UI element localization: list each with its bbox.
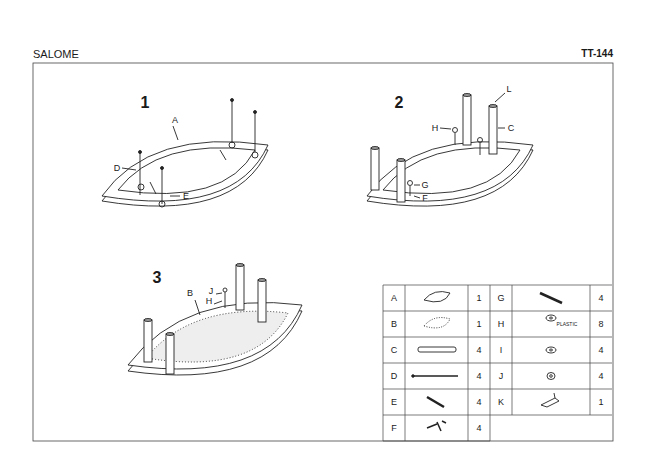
table-cell: 1: [476, 320, 481, 329]
table-cell: 4: [476, 424, 481, 433]
table-cell: 1: [476, 294, 481, 303]
callout-letter: A: [172, 116, 178, 125]
table-cell: E: [391, 398, 397, 407]
callout-letter: L: [506, 85, 511, 94]
table-cell: F: [391, 424, 397, 433]
model-code: TT-144: [581, 49, 613, 59]
table-cell: 4: [598, 372, 603, 381]
table-cell: C: [391, 346, 398, 355]
table-cell: 4: [598, 346, 603, 355]
table-cell: 4: [476, 398, 481, 407]
table-cell: B: [391, 320, 397, 329]
table-cell: I: [500, 346, 503, 355]
callout-letter: H: [206, 297, 213, 306]
table-cell: 8: [598, 320, 603, 329]
table-cell: H: [498, 320, 505, 329]
table-cell: 1: [598, 398, 603, 407]
diagram-title: SALOME: [33, 49, 79, 60]
material-note: PLASTIC: [557, 322, 578, 327]
step-number: 1: [141, 95, 150, 111]
callout-letter: F: [422, 194, 428, 203]
step-number: 2: [395, 95, 404, 111]
callout-letter: J: [209, 287, 214, 296]
table-cell: 4: [598, 294, 603, 303]
callout-letter: C: [508, 124, 515, 133]
table-cell: K: [498, 398, 504, 407]
table-cell: J: [499, 372, 504, 381]
table-cell: 4: [476, 372, 481, 381]
table-cell: 4: [476, 346, 481, 355]
table-cell: G: [497, 294, 504, 303]
callout-letter: H: [432, 124, 439, 133]
callout-letter: G: [421, 181, 428, 190]
callout-letter: D: [114, 164, 121, 173]
step-number: 3: [153, 270, 162, 286]
table-cell: A: [391, 294, 397, 303]
table-cell: D: [391, 372, 398, 381]
callout-letter: E: [183, 192, 189, 201]
callout-letter: B: [187, 289, 193, 298]
